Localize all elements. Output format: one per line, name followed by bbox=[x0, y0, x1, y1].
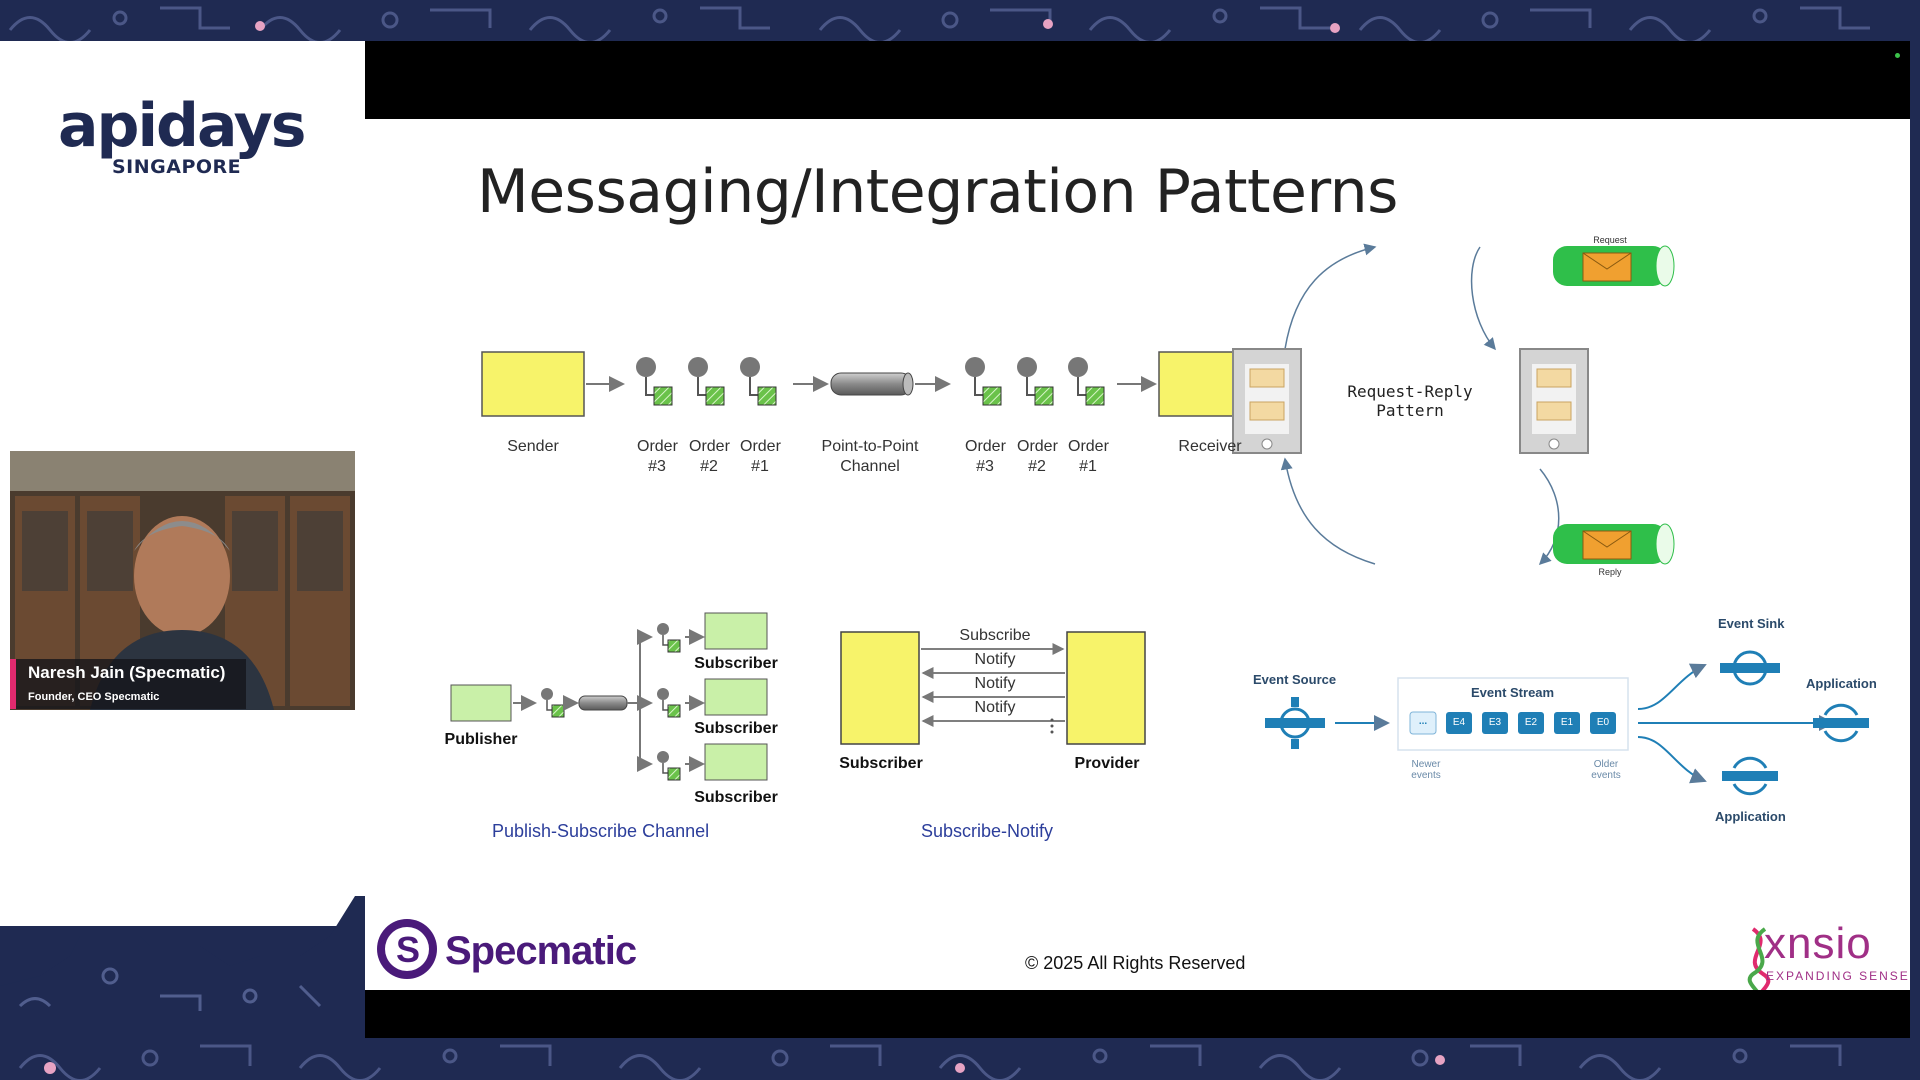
specmatic-logo-icon: S bbox=[377, 919, 437, 979]
sn-provider-box bbox=[1066, 631, 1146, 745]
subscriber-label-1: Subscriber bbox=[694, 655, 778, 672]
event-sink-icon bbox=[1720, 650, 1780, 686]
messages-left bbox=[636, 357, 777, 406]
skyline-decoration bbox=[0, 896, 365, 1026]
sender-box bbox=[481, 351, 585, 417]
status-dot bbox=[1895, 53, 1900, 58]
xnsio-logo-icon bbox=[1747, 927, 1771, 990]
order-right-3-label: Order #3 bbox=[965, 438, 1006, 475]
event-chip-ellipsis: ... bbox=[1418, 716, 1428, 727]
request-reply-title: Request-Reply Pattern bbox=[1347, 382, 1473, 420]
subscriber-label-3: Subscriber bbox=[694, 789, 778, 806]
slide-title: Messaging/Integration Patterns bbox=[477, 157, 1398, 227]
event-chip-e3: E3 bbox=[1488, 717, 1502, 728]
newer-events-label: Newer events bbox=[1411, 759, 1441, 781]
older-events-label: Older events bbox=[1591, 759, 1621, 781]
subscriber-box-1 bbox=[704, 612, 768, 650]
sn-provider-label: Provider bbox=[1074, 755, 1140, 772]
subscriber-label-2: Subscriber bbox=[694, 720, 778, 737]
receiver-label: Receiver bbox=[1178, 438, 1242, 455]
order-left-1-label: Order #1 bbox=[740, 438, 781, 475]
sender-label: Sender bbox=[507, 438, 559, 455]
diagram-canvas: S bbox=[377, 243, 1869, 990]
speaker-name: Naresh Jain (Specmatic) bbox=[28, 663, 226, 682]
bottom-pattern-band bbox=[0, 1038, 1920, 1080]
svg-text:S: S bbox=[396, 929, 420, 970]
specmatic-wordmark: Specmatic bbox=[445, 929, 637, 973]
event-chip-e0: E0 bbox=[1596, 717, 1610, 728]
specmatic-brand: Specmatic bbox=[377, 919, 637, 989]
pubsub-caption: Publish-Subscribe Channel bbox=[492, 821, 710, 841]
subscriber-box-2 bbox=[704, 678, 768, 716]
subscribe-notify-caption: Subscribe-Notify bbox=[921, 821, 1054, 841]
notify-label-3: Notify bbox=[974, 699, 1016, 716]
event-sink-label: Event Sink bbox=[1718, 616, 1785, 631]
subscriber-box-3 bbox=[704, 743, 768, 781]
subscribe-notify-diagram bbox=[840, 631, 1146, 745]
request-label: Request bbox=[1593, 235, 1627, 245]
sn-subscriber-label: Subscriber bbox=[839, 755, 923, 772]
event-chip-e4: E4 bbox=[1452, 717, 1466, 728]
application-icon-bottom bbox=[1722, 756, 1778, 796]
order-left-3-label: Order #3 bbox=[637, 438, 678, 475]
logo-main-text: apidays bbox=[58, 91, 306, 161]
notify-label-2: Notify bbox=[974, 675, 1016, 692]
application-icon-right bbox=[1813, 703, 1869, 743]
publisher-box bbox=[450, 684, 512, 722]
top-letterbox bbox=[365, 41, 1910, 119]
xnsio-tagline: EXPANDING SENSE bbox=[1766, 969, 1910, 983]
xnsio-wordmark: xnsio bbox=[1764, 919, 1872, 968]
event-stream-label: Event Stream bbox=[1471, 685, 1555, 700]
bottom-letterbox bbox=[365, 990, 1910, 1038]
event-chip-e1: E1 bbox=[1560, 717, 1574, 728]
application-label-right: Application bbox=[1806, 676, 1877, 691]
copyright-text: © 2025 All Rights Reserved bbox=[1025, 953, 1246, 973]
top-pattern-band bbox=[0, 0, 1920, 41]
order-right-2-label: Order #2 bbox=[1017, 438, 1058, 475]
logo-sub-text: SINGAPORE bbox=[112, 156, 242, 178]
application-label-bottom: Application bbox=[1715, 809, 1786, 824]
speaker-name-tag: Naresh Jain (Specmatic) Founder, CEO Spe… bbox=[10, 659, 246, 709]
notify-label-1: Notify bbox=[974, 651, 1016, 668]
left-panel: apidays SINGAPORE Naresh Jain (Specmat bbox=[0, 41, 365, 1026]
speaker-role: Founder, CEO Specmatic bbox=[28, 691, 160, 703]
order-left-2-label: Order #2 bbox=[689, 438, 730, 475]
p2p-channel-pipe bbox=[830, 372, 912, 396]
slide: Messaging/Integration Patterns bbox=[365, 119, 1910, 990]
pubsub-diagram bbox=[450, 612, 768, 781]
reply-label: Reply bbox=[1598, 567, 1622, 577]
event-stream-diagram bbox=[1265, 650, 1869, 796]
order-right-1-label: Order #1 bbox=[1068, 438, 1109, 475]
p2p-channel-label: Point-to-Point Channel bbox=[821, 438, 919, 475]
event-source-label: Event Source bbox=[1253, 672, 1337, 687]
messages-right bbox=[965, 357, 1105, 406]
apidays-logo: apidays SINGAPORE bbox=[58, 91, 306, 178]
event-chip-e2: E2 bbox=[1524, 717, 1538, 728]
request-reply-diagram bbox=[1232, 243, 1675, 566]
event-source-icon bbox=[1265, 697, 1325, 749]
subscribe-arrow-label: Subscribe bbox=[959, 627, 1031, 644]
sn-subscriber-box bbox=[840, 631, 920, 745]
xnsio-brand: xnsio EXPANDING SENSE bbox=[1730, 919, 1910, 989]
speaker-face bbox=[134, 516, 230, 636]
publisher-label: Publisher bbox=[444, 731, 518, 748]
